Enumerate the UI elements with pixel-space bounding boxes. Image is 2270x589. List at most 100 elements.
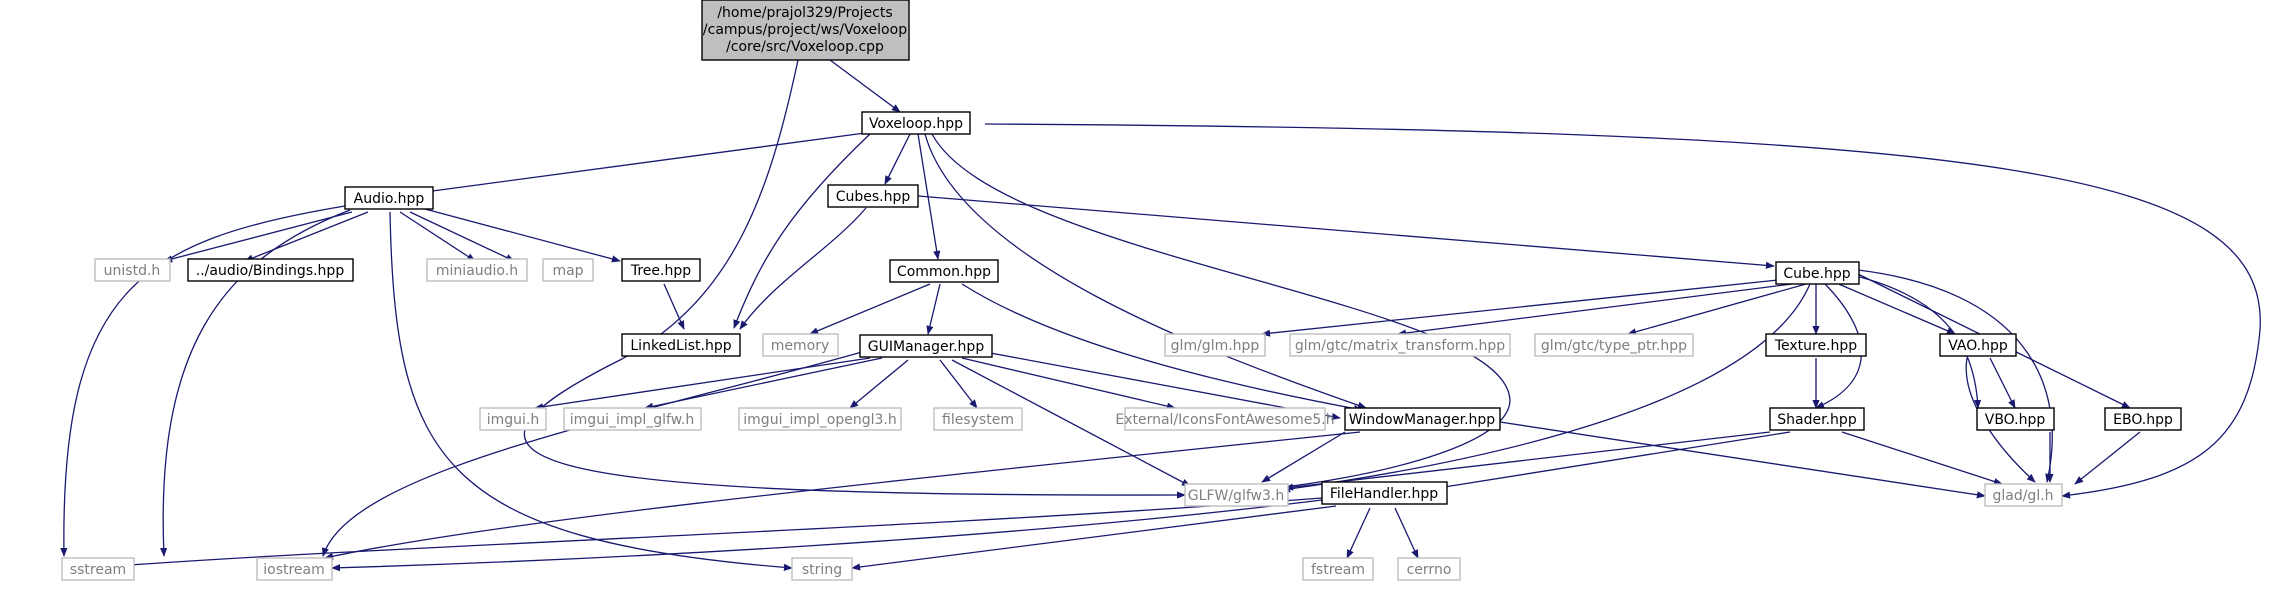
edge-cube-glm xyxy=(1261,279,1779,337)
edge-gui-imgui-opengl3 xyxy=(849,359,909,409)
node-label: External/IconsFontAwesome5.h xyxy=(1115,412,1334,428)
edge-cube-vao xyxy=(1833,281,1956,335)
node-label: GUIManager.hpp xyxy=(868,339,985,355)
node-label: WindowManager.hpp xyxy=(1349,412,1495,428)
node-label: Texture.hpp xyxy=(1774,338,1857,354)
node-vbo-hpp[interactable]: VBO.hpp xyxy=(1976,407,2055,431)
node-type-ptr-hpp[interactable]: glm/gtc/type_ptr.hpp xyxy=(1534,333,1694,357)
edge-audio-miniaudio xyxy=(399,211,476,262)
edge-shader-glad xyxy=(1841,431,2003,485)
edge-wm-glad xyxy=(1499,421,1986,499)
node-label: EBO.hpp xyxy=(2113,412,2173,428)
root-path-line-3: /core/src/Voxeloop.cpp xyxy=(726,39,884,55)
node-label: glad/gl.h xyxy=(1992,488,2053,504)
edge-gui-iostream xyxy=(322,351,863,557)
root-path-line-1: /home/prajol329/Projects xyxy=(717,5,892,21)
edge-audio-tree xyxy=(424,208,621,263)
edge-root-glfw3 xyxy=(523,59,1186,499)
node-windowmanager-hpp[interactable]: WindowManager.hpp xyxy=(1344,407,1501,431)
edge-wm-glfw3 xyxy=(1261,431,1346,483)
node-glad-gl-h[interactable]: glad/gl.h xyxy=(1984,483,2063,507)
node-miniaudio-h[interactable]: miniaudio.h xyxy=(426,258,528,282)
node-guimanager-hpp[interactable]: GUIManager.hpp xyxy=(859,334,993,358)
node-fstream[interactable]: fstream xyxy=(1302,557,1374,581)
node-cerrno[interactable]: cerrno xyxy=(1397,557,1461,581)
node-label: unistd.h xyxy=(104,263,161,279)
edge-common-guimanager xyxy=(926,283,941,335)
node-string[interactable]: string xyxy=(791,557,853,581)
node-label: FileHandler.hpp xyxy=(1330,486,1438,502)
node-shader-hpp[interactable]: Shader.hpp xyxy=(1769,407,1865,431)
edge-vao-vbo xyxy=(1989,357,2016,409)
edge-cube-glfw3 xyxy=(1281,283,1811,493)
edge-tree-linkedlist xyxy=(663,283,685,330)
edge-fh-fstream xyxy=(1346,507,1371,559)
node-iostream[interactable]: iostream xyxy=(256,557,333,581)
node-texture-hpp[interactable]: Texture.hpp xyxy=(1765,333,1867,357)
node-icons-font-awesome-h[interactable]: External/IconsFontAwesome5.h xyxy=(1115,407,1335,431)
node-cube-hpp[interactable]: Cube.hpp xyxy=(1775,261,1860,285)
node-linkedlist-hpp[interactable]: LinkedList.hpp xyxy=(621,333,741,357)
edge-root-voxeloop xyxy=(829,59,901,113)
node-imgui-impl-opengl3-h[interactable]: imgui_impl_opengl3.h xyxy=(738,407,902,431)
node-label: glm/glm.hpp xyxy=(1171,338,1260,354)
node-audio-hpp[interactable]: Audio.hpp xyxy=(344,186,434,210)
node-label: Voxeloop.hpp xyxy=(869,116,963,132)
edge-voxeloop-glad xyxy=(984,123,2261,499)
node-glm-hpp[interactable]: glm/glm.hpp xyxy=(1164,333,1266,357)
edge-cubes-cube xyxy=(917,195,1775,269)
edge-voxeloop-cubes xyxy=(884,133,911,185)
edge-audio-bindings xyxy=(244,211,369,262)
edge-shader-filehandler xyxy=(1437,431,1791,491)
edge-wm-iostream xyxy=(324,431,1361,560)
node-label: string xyxy=(802,562,842,578)
node-ebo-hpp[interactable]: EBO.hpp xyxy=(2104,407,2182,431)
node-label: glm/gtc/matrix_transform.hpp xyxy=(1295,338,1505,354)
node-glfw3-h[interactable]: GLFW/glfw3.h xyxy=(1184,483,1289,507)
node-label: LinkedList.hpp xyxy=(630,338,731,354)
node-bindings-hpp[interactable]: ../audio/Bindings.hpp xyxy=(187,258,354,282)
edge-cube-glad xyxy=(1857,269,2053,483)
root-path-line-2: /campus/project/ws/Voxeloop xyxy=(703,22,907,38)
edge-cube-matrix xyxy=(1397,283,1793,337)
node-label: Common.hpp xyxy=(897,264,991,280)
node-label: imgui.h xyxy=(487,412,540,428)
node-label: memory xyxy=(771,338,830,354)
edge-fh-sstream xyxy=(101,497,1323,570)
node-root-voxeloop-cpp[interactable]: /home/prajol329/Projects /campus/project… xyxy=(701,0,910,61)
node-map[interactable]: map xyxy=(542,258,594,282)
graph-edges xyxy=(60,59,2261,572)
node-label: iostream xyxy=(263,562,325,578)
edge-cube-vbo xyxy=(1855,275,1982,409)
node-filehandler-hpp[interactable]: FileHandler.hpp xyxy=(1321,481,1448,505)
node-label: imgui_impl_opengl3.h xyxy=(743,412,896,428)
node-label: fstream xyxy=(1311,562,1365,578)
edge-cubes-linkedlist xyxy=(739,207,867,330)
node-label: glm/gtc/type_ptr.hpp xyxy=(1541,338,1687,354)
edge-audio-sstream xyxy=(60,205,346,557)
edge-gui-glfw3 xyxy=(951,359,1191,487)
edge-voxeloop-glfw3 xyxy=(931,133,1511,491)
node-memory[interactable]: memory xyxy=(762,333,839,357)
node-label: VBO.hpp xyxy=(1985,412,2046,428)
edge-common-memory xyxy=(809,283,931,335)
node-vao-hpp[interactable]: VAO.hpp xyxy=(1939,333,2017,357)
node-imgui-h[interactable]: imgui.h xyxy=(479,407,547,431)
node-sstream[interactable]: sstream xyxy=(61,557,135,581)
node-unistd-h[interactable]: unistd.h xyxy=(94,258,171,282)
node-label: filesystem xyxy=(942,412,1014,428)
node-common-hpp[interactable]: Common.hpp xyxy=(889,259,999,283)
node-label: cerrno xyxy=(1407,562,1452,578)
node-label: map xyxy=(552,263,583,279)
node-label: sstream xyxy=(70,562,126,578)
node-label: miniaudio.h xyxy=(436,263,518,279)
edge-gui-filesystem xyxy=(939,359,978,409)
node-voxeloop-hpp[interactable]: Voxeloop.hpp xyxy=(861,111,971,135)
node-label: ../audio/Bindings.hpp xyxy=(196,263,345,279)
node-matrix-transform-hpp[interactable]: glm/gtc/matrix_transform.hpp xyxy=(1289,333,1511,357)
node-cubes-hpp[interactable]: Cubes.hpp xyxy=(827,184,919,208)
node-label: VAO.hpp xyxy=(1948,338,2008,354)
node-filesystem[interactable]: filesystem xyxy=(933,407,1023,431)
node-imgui-impl-glfw-h[interactable]: imgui_impl_glfw.h xyxy=(563,407,702,431)
node-tree-hpp[interactable]: Tree.hpp xyxy=(621,258,701,282)
